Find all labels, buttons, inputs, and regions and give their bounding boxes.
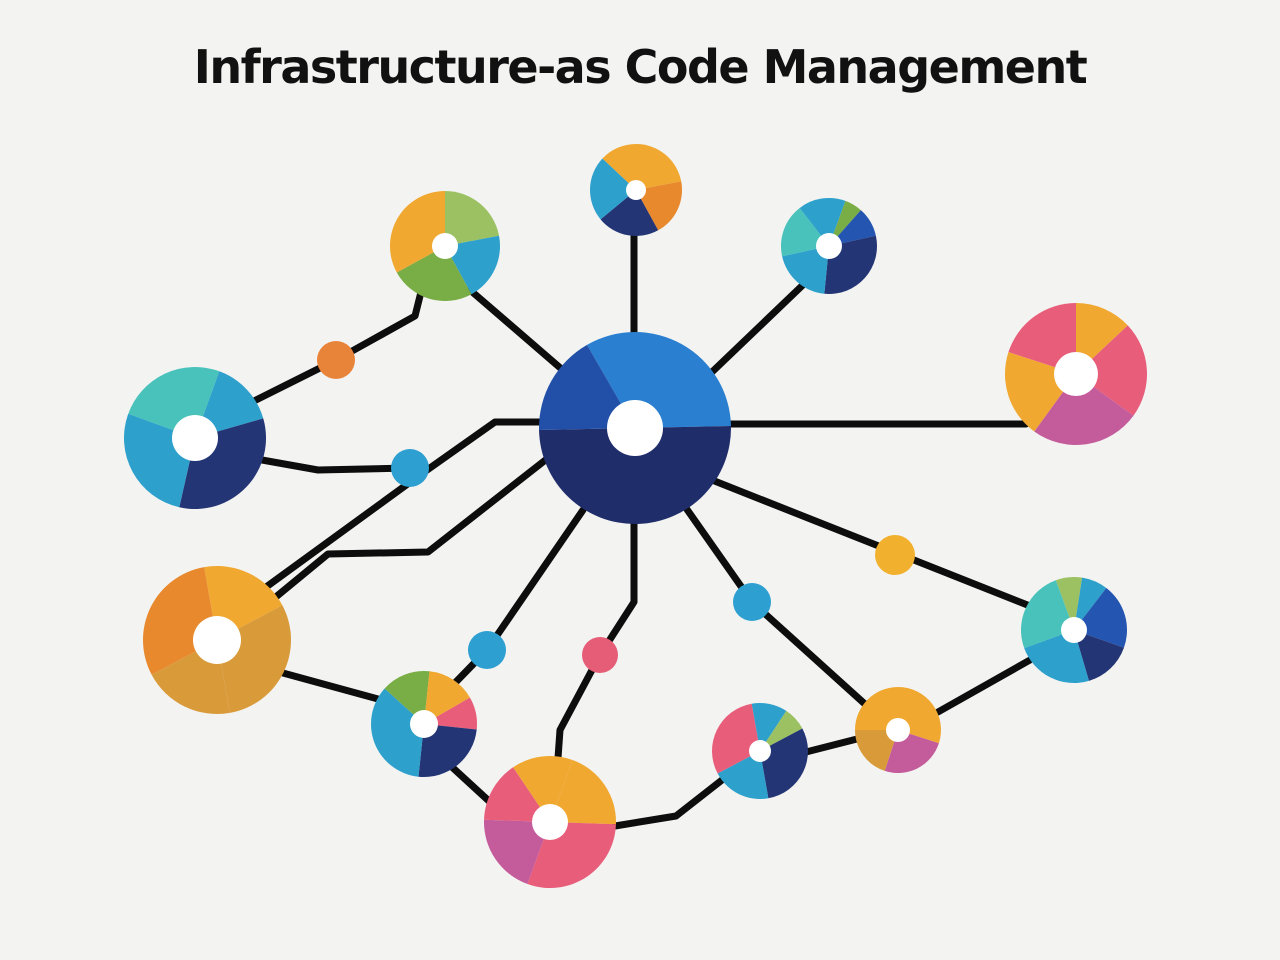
connectors-layer [317, 341, 915, 673]
node-bottom-center-center [532, 804, 568, 840]
node-bottom-left-segment-4 [384, 670, 430, 724]
node-top-right-segment-2 [829, 210, 876, 246]
edge-hub-n3 [708, 278, 810, 376]
edge-n11-n7 [934, 656, 1034, 716]
node-bottom-right-a-segment-1 [751, 703, 787, 751]
diagram-title: Infrastructure-as Code Management [193, 40, 1088, 94]
node-top-left-segment-2 [445, 235, 501, 295]
edge-n9-n10 [611, 776, 726, 830]
node-top-segment-5 [602, 144, 636, 190]
node-bottom-right-a-segment-3 [760, 728, 808, 799]
node-lower-left [142, 565, 292, 715]
node-top-right-segment-6 [799, 197, 846, 246]
node-lower-right-center [1061, 617, 1087, 643]
node-bottom-left-segment-5 [424, 671, 470, 724]
connector-dot-orange [317, 341, 355, 379]
node-bottom-right-a-segment-2 [760, 710, 803, 751]
node-bottom-right-b [855, 687, 942, 774]
edge-hub-n1 [466, 286, 569, 376]
node-right-segment-5 [1008, 303, 1076, 374]
connector-dot-yellow [875, 535, 915, 575]
node-bottom-right-b-segment-3 [855, 730, 898, 771]
edge-hub-n11 [708, 476, 1034, 610]
node-left-center [172, 415, 218, 461]
node-top-left-segment-4 [389, 190, 445, 273]
hub-node [538, 331, 732, 525]
edge-n1-n4 [248, 288, 425, 406]
node-right-segment-3 [1034, 374, 1134, 445]
edge-n10-n11 [802, 735, 861, 756]
node-bottom-center-segment-1 [550, 759, 617, 825]
node-bottom-center-segment-3 [483, 819, 550, 885]
connector-dot-cyan-left [391, 449, 429, 487]
node-bottom-center [483, 755, 617, 888]
node-top-segment-2 [636, 181, 683, 231]
node-top-segment-3 [600, 190, 659, 236]
node-lower-right-segment-4 [1074, 630, 1124, 681]
node-bottom-right-a-segment-4 [717, 751, 769, 799]
connector-dot-cyan-right [733, 583, 771, 621]
node-bottom-right-a [712, 703, 808, 799]
node-lower-right-segment-1 [1055, 576, 1083, 630]
edge-n6-n8 [279, 669, 382, 703]
edge-n4-d2 [258, 456, 414, 474]
node-top-right-center [816, 233, 842, 259]
edge-hub-n7 [682, 504, 870, 709]
node-left-segment-1 [195, 371, 264, 438]
node-bottom-center-segment-5 [513, 755, 573, 822]
node-top-center [626, 180, 646, 200]
node-left [123, 366, 267, 510]
hub-node-segment-2 [539, 425, 732, 525]
node-lower-left-center [193, 616, 241, 664]
node-bottom-left [370, 670, 478, 778]
node-bottom-right-a-segment-5 [712, 703, 760, 774]
node-lower-right-segment-5 [1024, 630, 1089, 683]
node-bottom-left-segment-3 [370, 688, 424, 777]
node-top-left-segment-3 [396, 246, 472, 302]
node-top-segment-1 [636, 144, 682, 190]
node-bottom-center-segment-4 [484, 767, 550, 822]
node-bottom-left-segment-2 [418, 724, 477, 778]
node-top-left-center [432, 233, 458, 259]
node-top-left-segment-1 [445, 191, 500, 246]
hub-node-center [607, 400, 663, 456]
nodes-layer [123, 144, 1147, 888]
node-bottom-right-a-center [749, 740, 771, 762]
node-right-segment-2 [1076, 325, 1147, 416]
node-lower-right-segment-6 [1021, 580, 1074, 649]
hub-node-segment-3 [538, 344, 635, 431]
node-lower-right-segment-2 [1074, 577, 1107, 630]
node-lower-right [1021, 576, 1128, 683]
node-top [590, 144, 683, 236]
node-right-center [1054, 352, 1098, 396]
edge-hub-n6 [273, 454, 552, 600]
node-right [1004, 303, 1147, 445]
node-bottom-left-center [410, 710, 438, 738]
node-lower-right-segment-3 [1074, 588, 1128, 648]
node-bottom-right-b-center [886, 718, 910, 742]
node-bottom-right-b-segment-4 [855, 687, 898, 730]
edge-hub-n6 [258, 418, 544, 594]
node-top-right-segment-1 [829, 200, 861, 246]
connector-dot-pink [582, 637, 618, 673]
edge-n8-n9 [449, 764, 494, 806]
node-top-right-segment-4 [782, 246, 829, 294]
node-top-segment-4 [590, 158, 636, 220]
node-top-right [780, 197, 878, 294]
connector-dot-cyan-lower [468, 631, 506, 669]
node-top-left [389, 190, 501, 302]
